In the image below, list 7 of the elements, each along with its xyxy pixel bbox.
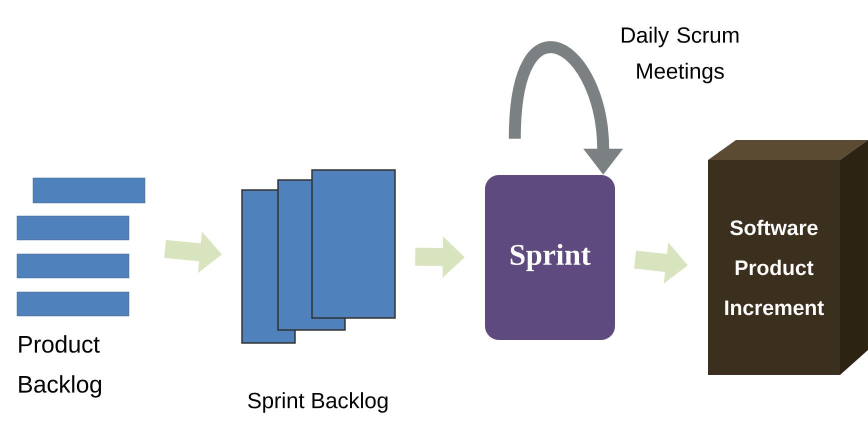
- edge-label: Daily Scrum Meetings: [622, 26, 738, 84]
- sprint-box: Sprint: [485, 175, 615, 340]
- increment-cube: Software Product Increment: [708, 140, 868, 375]
- node-label: Product Backlog: [19, 335, 102, 398]
- sprint-backlog-pages-drawing: Sprint Backlog: [241, 169, 396, 413]
- backlog-list-drawing: Product Backlog: [16, 178, 146, 398]
- node-label: Sprint Backlog: [248, 392, 388, 413]
